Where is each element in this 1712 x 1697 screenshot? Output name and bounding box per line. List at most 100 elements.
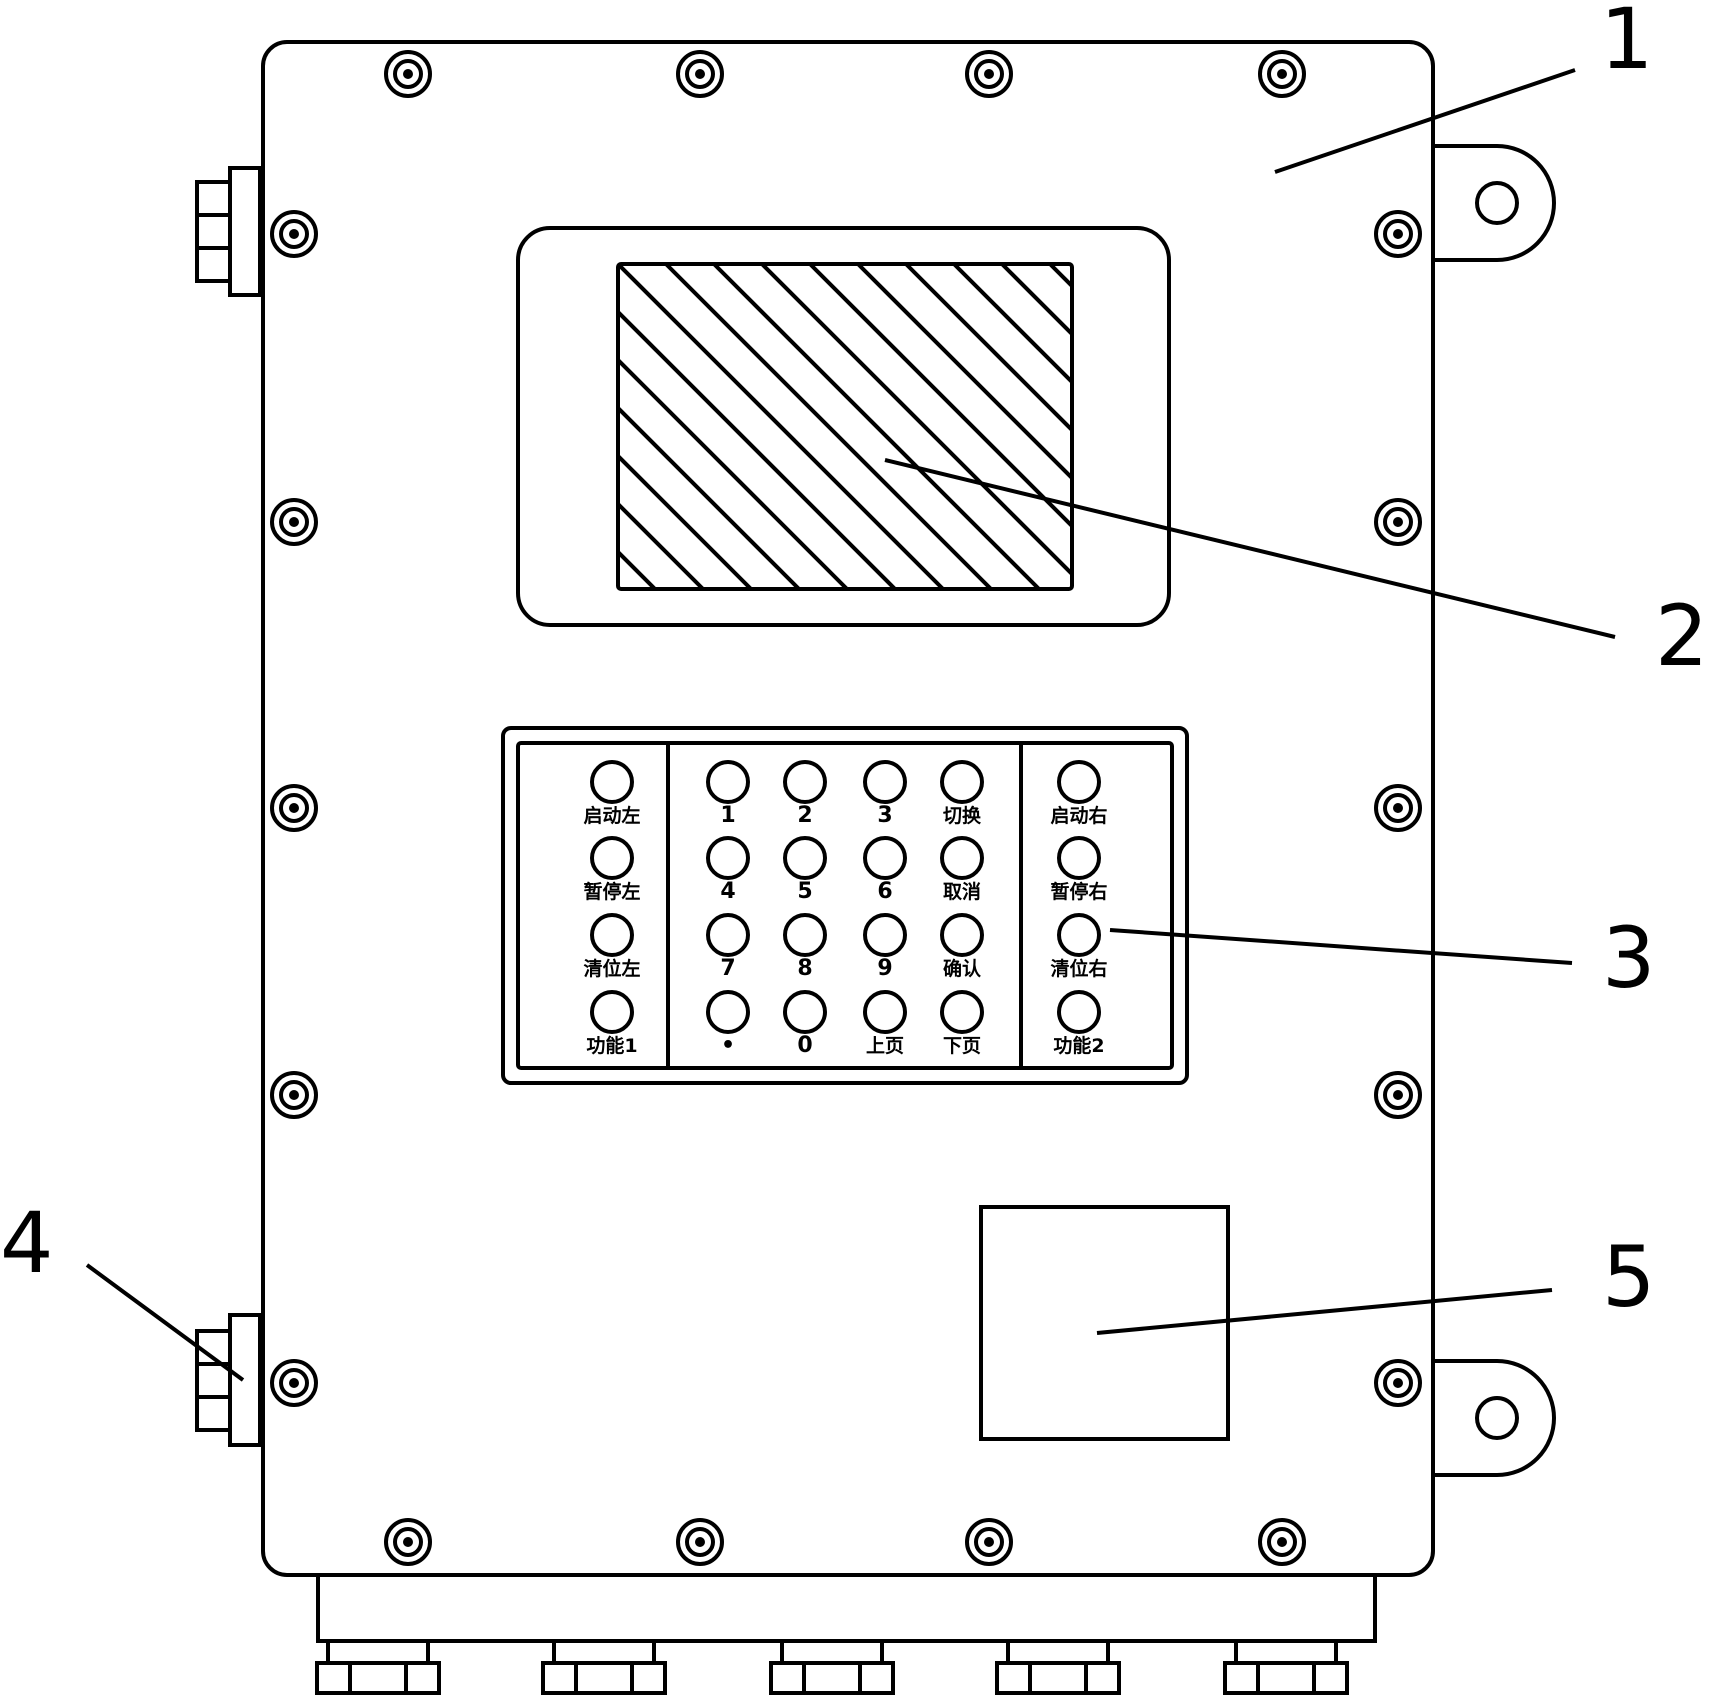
display-screen [616,262,1074,591]
hatch-line [1482,264,1712,589]
keypad-button[interactable]: 切换 [940,760,984,827]
bottom-cable-gland [769,1639,895,1695]
keypad-button[interactable]: 取消 [940,836,984,903]
keypad-button[interactable]: 4 [706,836,750,904]
keypad-button[interactable]: 3 [863,760,907,828]
button-circle[interactable] [863,913,907,957]
keypad-button[interactable]: 清位左 [583,913,641,980]
button-label: 0 [797,1033,812,1058]
button-label: 启动右 [1050,804,1107,827]
keypad-button[interactable]: 暂停左 [583,836,641,903]
keypad-button[interactable]: 1 [706,760,750,828]
keypad-button[interactable]: 上页 [863,990,907,1057]
button-label: 取消 [943,880,981,903]
button-circle[interactable] [783,913,827,957]
button-label: 功能2 [1053,1034,1104,1057]
side-cable-gland-bottom [195,1313,262,1447]
button-circle[interactable] [590,913,634,957]
bottom-cable-gland [315,1639,441,1695]
hatch-line [952,264,1072,385]
button-label: 暂停右 [1050,880,1107,903]
keypad-button[interactable]: 功能1 [586,990,638,1057]
button-circle[interactable] [940,990,984,1034]
hatch-line [808,264,1072,529]
bolt [965,1518,1013,1566]
button-label: 启动左 [583,804,640,827]
bolt [270,1071,318,1119]
hatch-line [618,549,657,589]
button-circle[interactable] [783,836,827,880]
keypad-button[interactable]: 下页 [940,990,984,1057]
button-label: 7 [720,956,735,981]
button-circle[interactable] [863,836,907,880]
bottom-cable-gland [1223,1639,1349,1695]
button-circle[interactable] [783,760,827,804]
display-screen-hatching [618,264,1712,589]
button-circle[interactable] [1057,760,1101,804]
bolt [1374,1359,1422,1407]
button-circle[interactable] [706,913,750,957]
button-circle[interactable] [940,760,984,804]
button-label: 5 [797,879,812,904]
keypad-button[interactable]: 启动左 [583,760,641,827]
hatch-line [618,309,897,589]
button-circle[interactable] [590,760,634,804]
display-window [516,226,1712,627]
keypad-button[interactable]: 0 [783,990,827,1058]
hatch-line [618,405,801,589]
button-label: 8 [797,956,812,981]
bolt [270,1359,318,1407]
button-circle[interactable] [863,990,907,1034]
button-label: 上页 [866,1035,904,1057]
hatch-line [618,357,849,589]
bottom-cable-gland [541,1639,667,1695]
keypad-button[interactable]: 9 [863,913,907,981]
keypad-panel [501,726,1189,1085]
button-circle[interactable] [940,913,984,957]
keypad-button[interactable]: 暂停右 [1050,836,1108,903]
button-label: • [721,1033,735,1058]
keypad-button[interactable]: 8 [783,913,827,981]
hatch-line [1434,264,1712,589]
hatch-line [618,264,945,589]
bolt [1374,784,1422,832]
button-circle[interactable] [940,836,984,880]
button-circle[interactable] [1057,836,1101,880]
keypad-button[interactable]: 功能2 [1053,990,1105,1057]
keypad-button[interactable]: 确认 [940,913,984,980]
button-circle[interactable] [1057,990,1101,1034]
hatch-line [1098,264,1423,589]
button-label: 1 [720,803,735,828]
hatch-line [618,453,753,589]
mounting-lug-bottom [1435,1359,1556,1477]
keypad-button[interactable]: • [706,990,750,1058]
button-circle[interactable] [783,990,827,1034]
hatch-line [856,264,1072,481]
bolt [1374,498,1422,546]
button-circle[interactable] [706,836,750,880]
button-circle[interactable] [590,990,634,1034]
keypad-button[interactable]: 6 [863,836,907,904]
side-cable-gland-top [195,166,262,297]
hatch-line [904,264,1072,433]
cover-bolts [270,50,1422,1566]
keypad-button[interactable]: 清位右 [1050,913,1108,980]
button-circle[interactable] [863,760,907,804]
button-circle[interactable] [590,836,634,880]
button-label: 暂停左 [583,880,640,903]
leader-line-5 [1096,1288,1553,1335]
button-circle[interactable] [706,760,750,804]
callout-3: 3 [1602,909,1655,1007]
button-label: 切换 [943,804,982,827]
keypad-button[interactable]: 5 [783,836,827,904]
keypad-button[interactable]: 7 [706,913,750,981]
button-label: 功能1 [586,1034,637,1057]
hatch-line [618,501,705,589]
keypad-button[interactable]: 2 [783,760,827,828]
leader-line-3 [1109,928,1573,965]
button-label: 2 [797,803,812,828]
button-circle[interactable] [1057,913,1101,957]
button-label: 清位右 [1050,957,1107,980]
button-circle[interactable] [706,990,750,1034]
keypad-button[interactable]: 启动右 [1050,760,1108,827]
